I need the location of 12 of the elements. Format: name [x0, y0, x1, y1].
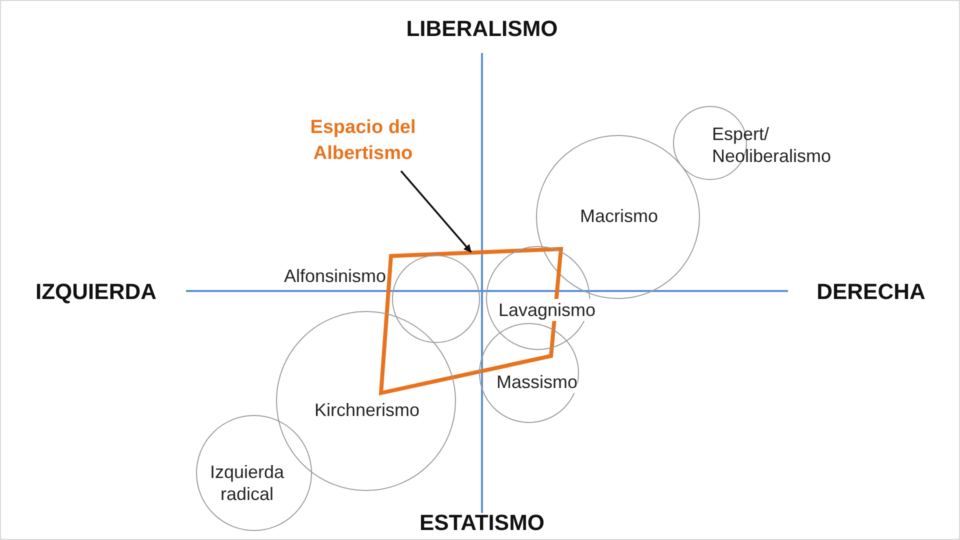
circle-label: Izquierda radical: [208, 461, 286, 505]
circle: [536, 135, 700, 299]
circle: [196, 415, 312, 531]
callout-text: Espacio del Albertismo: [288, 115, 438, 167]
circle: [479, 323, 579, 423]
axis-label: LIBERALISMO: [406, 16, 558, 42]
circle-label: Lavagnismo: [498, 299, 596, 321]
circle-label: Espert/ Neoliberalismo: [712, 123, 832, 167]
axis-label: IZQUIERDA: [36, 279, 156, 305]
axis-label: DERECHA: [816, 279, 926, 305]
leader-arrow: [400, 170, 472, 253]
axis-label: ESTATISMO: [419, 510, 545, 536]
